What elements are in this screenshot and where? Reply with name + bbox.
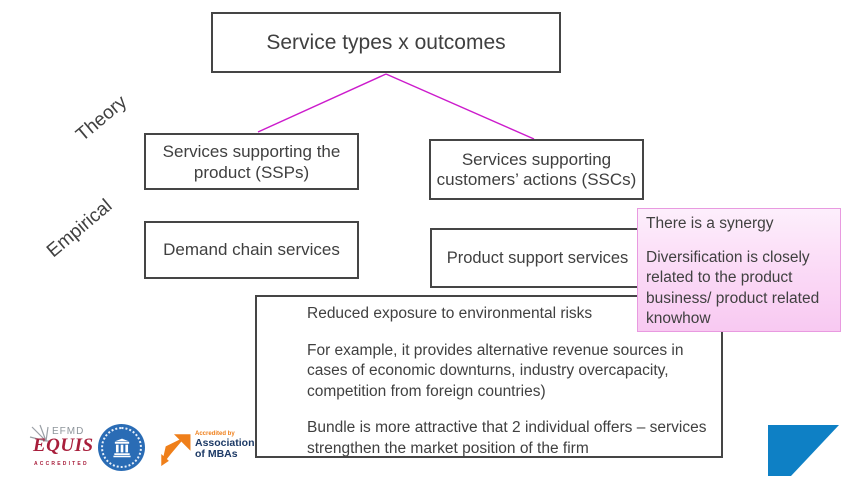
ssc-label: Services supporting customers’ actions (… bbox=[436, 149, 637, 189]
product-support-box: Product support services bbox=[430, 228, 645, 288]
seal-inner-ring bbox=[101, 427, 142, 468]
synergy-note: There is a synergy Diversification is cl… bbox=[637, 208, 841, 332]
equis-star-icon bbox=[29, 424, 49, 442]
empirical-label: Empirical bbox=[43, 195, 117, 262]
equis-accredited-label: ACCREDITED bbox=[34, 461, 89, 467]
outcomes-para1: Reduced exposure to environmental risks bbox=[307, 305, 593, 322]
amba-accredited-by: Accredited by bbox=[195, 431, 235, 437]
amba-logo: Accredited by Association of MBAs bbox=[161, 431, 255, 469]
connector-right-line bbox=[385, 73, 535, 140]
amba-text-block: Accredited by Association of MBAs bbox=[195, 431, 255, 460]
demand-chain-box: Demand chain services bbox=[144, 221, 359, 279]
corner-accent-shape bbox=[768, 425, 839, 476]
outcomes-para2: For example, it provides alternative rev… bbox=[307, 341, 684, 400]
amba-name-line2: of MBAs bbox=[195, 448, 238, 460]
equis-label: EQUIS bbox=[33, 435, 94, 456]
synergy-note-para2: Diversification is closely related to th… bbox=[646, 248, 820, 328]
amba-name-line1: Association bbox=[195, 437, 255, 449]
connector-left-line bbox=[257, 73, 387, 133]
theory-label: Theory bbox=[72, 91, 132, 146]
title-label: Service types x outcomes bbox=[266, 30, 506, 54]
synergy-note-para1: There is a synergy bbox=[646, 215, 774, 232]
product-support-label: Product support services bbox=[446, 248, 629, 267]
university-seal-logo bbox=[98, 424, 145, 471]
outcomes-para3: Bundle is more attractive that 2 individ… bbox=[307, 419, 707, 457]
ssp-box: Services supporting the product (SSPs) bbox=[144, 133, 359, 190]
efmd-label: EFMD bbox=[52, 426, 85, 437]
ssc-box: Services supporting customers’ actions (… bbox=[429, 139, 644, 200]
demand-chain-label: Demand chain services bbox=[163, 240, 340, 259]
ssp-label: Services supporting the product (SSPs) bbox=[162, 141, 341, 182]
amba-arrow-icon bbox=[161, 434, 191, 466]
seal-column-icon bbox=[112, 438, 131, 457]
efmd-equis-logo: EFMD EQUIS ACCREDITED bbox=[26, 423, 94, 473]
title-box: Service types x outcomes bbox=[211, 12, 561, 73]
